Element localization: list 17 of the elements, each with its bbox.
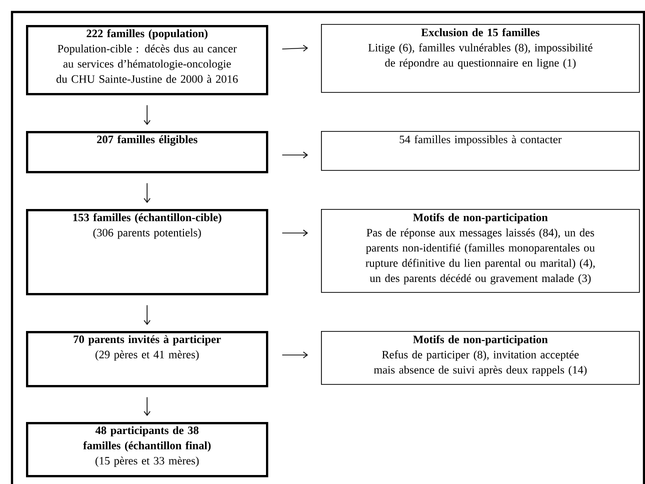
arrow	[282, 230, 308, 236]
process-box: 207 familles éligibles	[26, 131, 268, 174]
exclusion-box: Motifs de non-participation Refus de participer (8), invitation acceptée mais absence de suivi après deux rappels (14)	[321, 331, 640, 385]
arrow	[144, 396, 151, 416]
process-box: 48 participants de 38 familles (échantillon final) (15 pères et 33 mères)	[26, 422, 268, 478]
arrow	[282, 44, 308, 52]
arrow	[144, 182, 151, 203]
exclusion-box: Motifs de non-participation Pas de réponse aux messages laissés (84), un des parents non-identifié (familles monoparentales ou rupture définitive du lien parental ou marital) (4), un des parents décédé ou gravement malade (3)	[321, 209, 640, 293]
process-box: 222 familles (population) Population-cible : décès dus au cancer au services d’hématologie-oncologie du CHU Sainte-Justine de 2000 à 2016	[26, 25, 268, 96]
exclusion-box: 54 familles impossibles à contacter	[321, 131, 640, 171]
arrow	[144, 304, 151, 325]
process-box: 153 familles (échantillon-cible) (306 parents potentiels)	[26, 209, 268, 296]
arrow	[282, 152, 308, 158]
arrow	[144, 104, 151, 125]
arrow	[282, 352, 308, 358]
process-box: 70 parents invités à participer (29 pères et 41 mères)	[26, 331, 268, 388]
exclusion-box: Exclusion de 15 familles Litige (6), familles vulnérables (8), impossibilité de répondre au questionnaire en ligne (1)	[321, 24, 640, 93]
